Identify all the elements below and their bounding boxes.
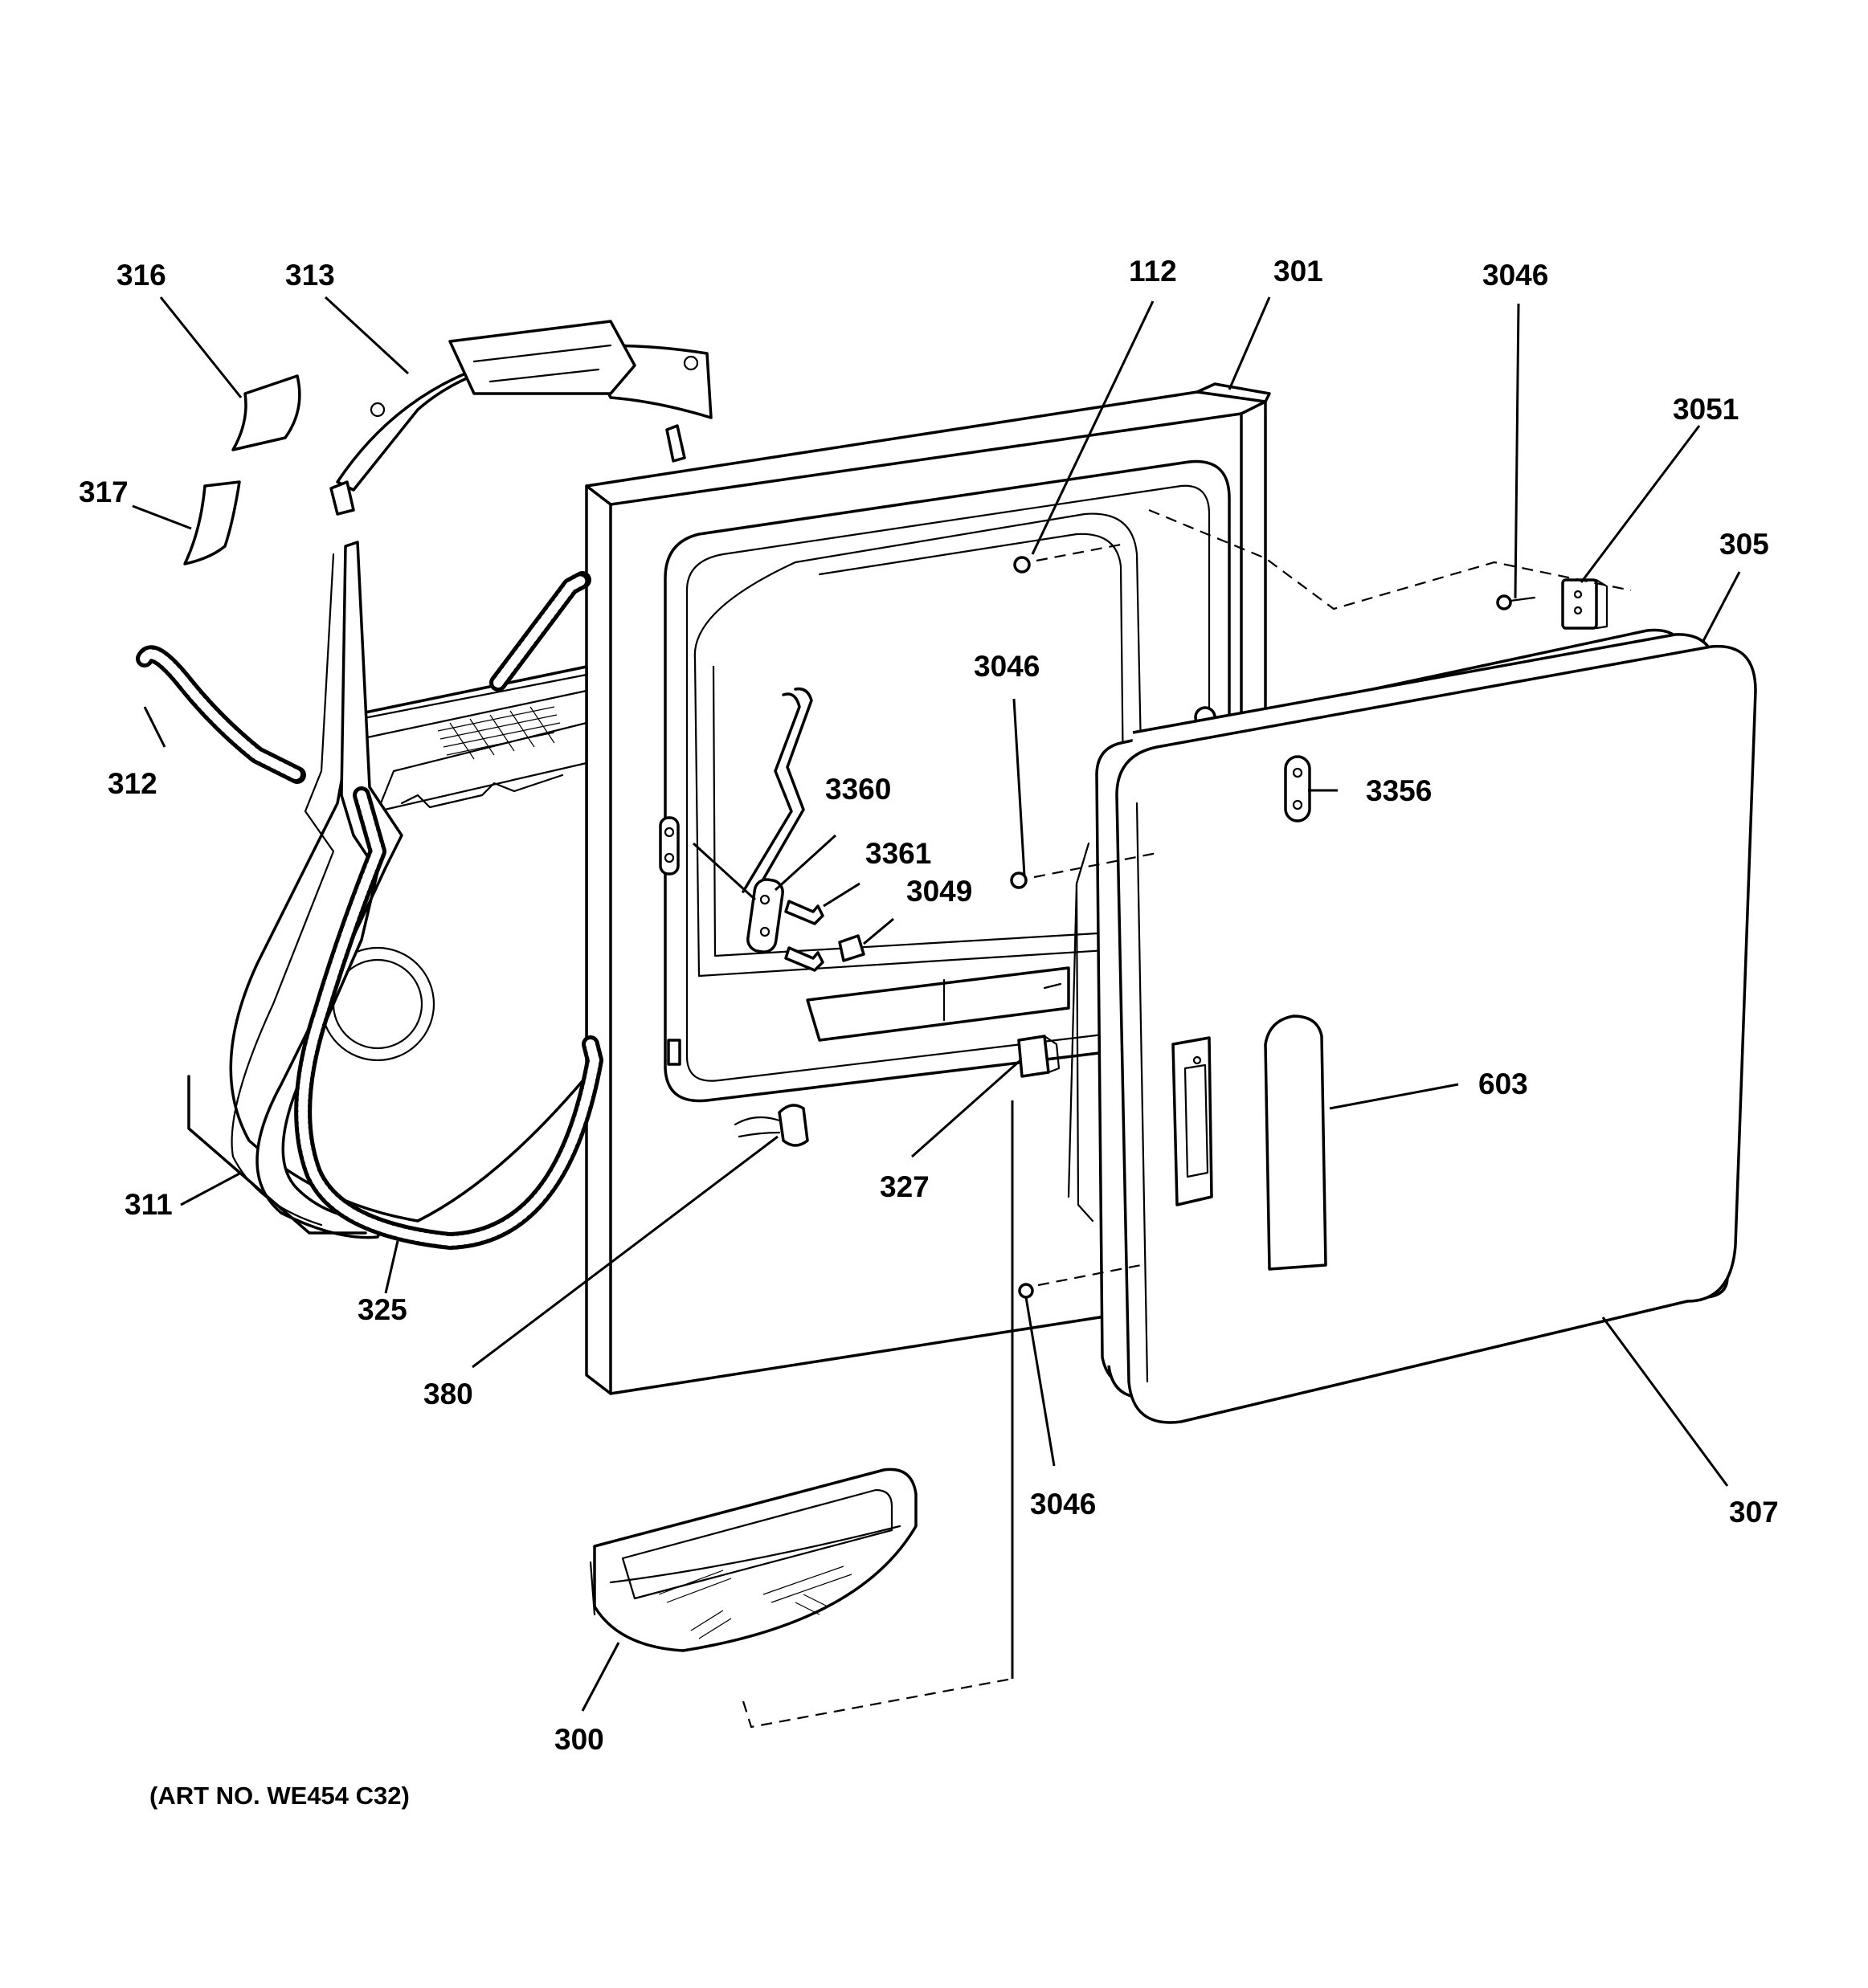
callout-313: 313 <box>285 259 335 292</box>
callout-380: 380 <box>423 1378 473 1410</box>
callout-3051: 3051 <box>1673 393 1739 426</box>
felt-seal <box>136 645 306 784</box>
felt-pads <box>183 374 301 565</box>
pad-316 <box>231 374 301 451</box>
leader-lines <box>132 296 1741 1712</box>
callout-3360: 3360 <box>825 773 891 806</box>
callout-603: 603 <box>1478 1067 1528 1100</box>
screws <box>734 556 1061 1299</box>
callout-labels: 316 313 317 312 311 325 380 112 301 3046… <box>79 255 1779 1810</box>
callout-3049: 3049 <box>906 875 972 908</box>
callout-112: 112 <box>1129 255 1177 288</box>
callout-3046-mid: 3046 <box>974 650 1040 683</box>
callout-316: 316 <box>116 259 166 292</box>
callout-3046-top: 3046 <box>1482 259 1548 292</box>
callout-305: 305 <box>1719 528 1769 561</box>
callout-312: 312 <box>108 767 157 800</box>
door-assembly <box>1067 628 1757 1424</box>
hinge-bracket <box>1496 578 1608 630</box>
pad-317 <box>183 480 241 565</box>
drum-seal-gasket <box>231 541 603 1250</box>
callout-325: 325 <box>358 1293 407 1326</box>
callout-301: 301 <box>1273 255 1323 288</box>
top-duct <box>329 320 713 516</box>
art-number: (ART NO. WE454 C32) <box>149 1782 410 1810</box>
callout-3361: 3361 <box>865 837 931 870</box>
callout-317: 317 <box>79 476 129 508</box>
callout-307: 307 <box>1729 1496 1779 1529</box>
callout-311: 311 <box>125 1188 173 1221</box>
callout-3046-bottom: 3046 <box>1030 1488 1096 1521</box>
callout-3356: 3356 <box>1366 774 1432 807</box>
alignment-lines <box>742 508 1632 1729</box>
lint-filter <box>589 1468 918 1652</box>
callout-327: 327 <box>880 1170 930 1203</box>
callout-300: 300 <box>554 1723 604 1756</box>
group-brackets <box>187 1075 367 1235</box>
